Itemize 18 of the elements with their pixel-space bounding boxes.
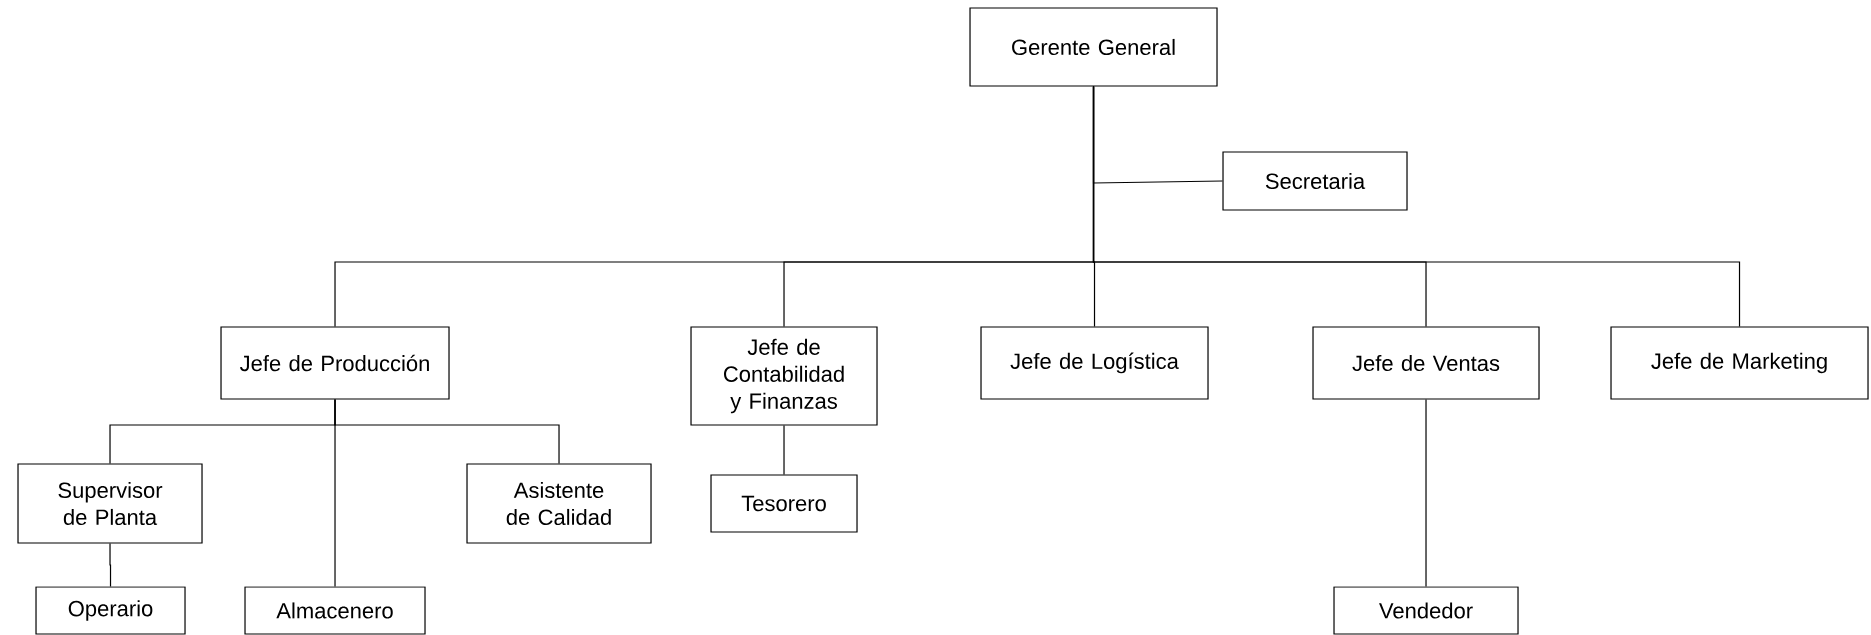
connector-line (1425, 399, 1427, 587)
position-box: Jefe de Ventas (1312, 326, 1540, 400)
connector-line (334, 399, 560, 464)
position-box: Vendedor (1333, 586, 1519, 635)
position-box: Almacenero (244, 586, 426, 635)
position-box: Supervisor de Planta (17, 463, 203, 544)
connector-line (1092, 86, 1741, 327)
position-box: Jefe de Logística (980, 326, 1209, 400)
connector-line (109, 543, 112, 587)
position-box: Jefe de Producción (220, 326, 450, 400)
position-box: Asistente de Calidad (466, 463, 652, 544)
position-box: Operario (35, 586, 186, 635)
position-box: Gerente General (969, 7, 1218, 87)
connector-line (783, 425, 785, 475)
position-box: Secretaria (1222, 151, 1408, 211)
position-box: Jefe de Contabilidad y Finanzas (690, 326, 878, 426)
position-box: Jefe de Marketing (1610, 326, 1869, 400)
position-box: Tesorero (710, 474, 858, 533)
